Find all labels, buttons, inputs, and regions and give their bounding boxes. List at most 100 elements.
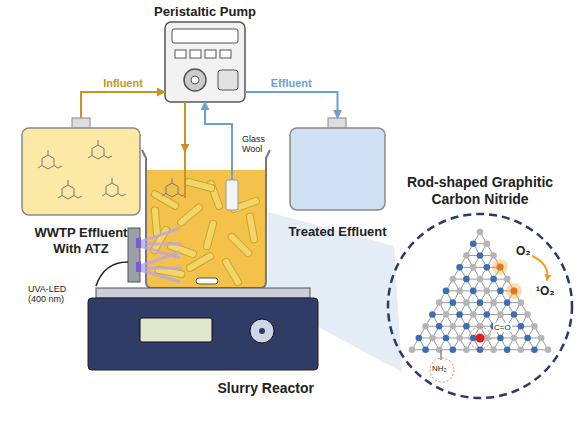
atom [497, 288, 504, 295]
atom [443, 311, 450, 318]
node-title: WWTP Effluent With ATZ [25, 225, 137, 258]
flow-label: Effluent [269, 77, 314, 89]
part-label: Glass Wool [242, 134, 272, 155]
atom [531, 323, 538, 330]
atom [409, 346, 416, 353]
atom [443, 335, 450, 342]
atom [477, 252, 484, 259]
node-title: Treated Effluent [288, 224, 386, 239]
atom [450, 346, 457, 353]
atom [504, 299, 511, 306]
rod-particle [227, 232, 253, 258]
atom [504, 346, 511, 353]
influent-line [81, 92, 165, 118]
atom [484, 264, 491, 271]
rod-particle [151, 207, 161, 237]
atom [524, 311, 531, 318]
atom [477, 346, 484, 353]
atom [422, 346, 429, 353]
atom [470, 311, 477, 318]
effluent-line [245, 92, 338, 118]
effluent-line [205, 102, 232, 152]
rod-particle [176, 203, 203, 228]
atom [477, 323, 484, 330]
atom [531, 346, 538, 353]
atom [518, 299, 525, 306]
dashed-circle [388, 214, 572, 398]
atom [490, 276, 497, 283]
atom [484, 240, 491, 247]
atom [463, 346, 470, 353]
part-label: C=O [493, 323, 512, 332]
atom [416, 335, 423, 342]
influent-tank-box: WWTP Effluent With ATZ [22, 118, 140, 215]
atom [477, 276, 484, 283]
node-title: Rod-shaped Graphitic Carbon Nitride [385, 174, 575, 208]
circle-outline [386, 212, 574, 400]
atom [511, 288, 518, 295]
atom [511, 335, 518, 342]
part-label: UVA-LED (400 nm) [28, 284, 76, 305]
atom [463, 323, 470, 330]
atom [450, 299, 457, 306]
atom [429, 335, 436, 342]
atom [497, 311, 504, 318]
atom [490, 346, 497, 353]
node-title: Slurry Reactor [218, 380, 314, 396]
atom [518, 323, 525, 330]
zoom-circle: Rod-shaped Graphitic Carbon Nitride [386, 212, 574, 400]
atom [450, 276, 457, 283]
atom [463, 276, 470, 283]
rod-particle [246, 213, 258, 244]
stir-plate [88, 288, 318, 370]
node-title: Peristaltic Pump [154, 4, 256, 19]
treated-tank-box: Treated Effluent [290, 118, 385, 210]
part-label: ¹O₂ [535, 284, 556, 298]
part-label: NH₂ [431, 364, 448, 373]
atom [456, 335, 463, 342]
atom [477, 299, 484, 306]
active-sites [430, 256, 547, 382]
atom [463, 252, 470, 259]
atom [518, 346, 525, 353]
treated-tank [290, 118, 385, 210]
atom [422, 323, 429, 330]
atom [436, 299, 443, 306]
carbon-nitride-lattice [409, 229, 552, 353]
atom [524, 335, 531, 342]
influent-line [184, 102, 186, 152]
atom [545, 346, 552, 353]
atom [490, 252, 497, 259]
atom [504, 276, 511, 283]
atom [470, 240, 477, 247]
flow-label: Influent [101, 77, 145, 89]
rod-particle [221, 257, 242, 286]
atom [477, 229, 484, 236]
rod-particle [203, 220, 218, 251]
pump-drawing [165, 22, 245, 102]
atom [436, 323, 443, 330]
atom [497, 335, 504, 342]
atom [484, 311, 491, 318]
influent-tank [22, 118, 140, 215]
atom [538, 335, 545, 342]
pump-box: Peristaltic Pump [165, 22, 245, 102]
rod-particle [185, 178, 216, 193]
atom [470, 288, 477, 295]
atom [443, 288, 450, 295]
atom [490, 299, 497, 306]
atom [456, 264, 463, 271]
atom [450, 323, 457, 330]
reactor-box: Slurry Reactor [88, 152, 320, 398]
rod-particle [185, 251, 214, 272]
part-label: O₂ [515, 244, 532, 258]
atom [484, 288, 491, 295]
atom [470, 264, 477, 271]
atom [456, 288, 463, 295]
atom [456, 311, 463, 318]
atom [511, 311, 518, 318]
atom [463, 299, 470, 306]
atom [429, 311, 436, 318]
